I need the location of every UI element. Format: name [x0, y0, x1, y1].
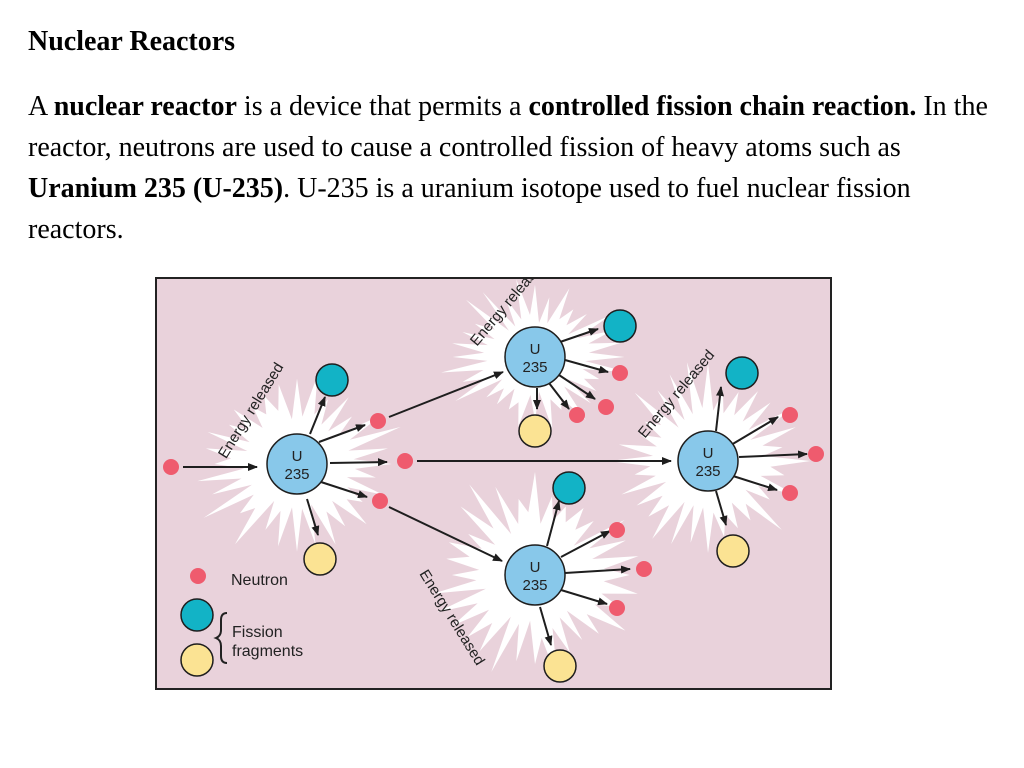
neutron-8	[609, 522, 625, 538]
nucleus-mass-number: 235	[522, 577, 547, 594]
neutron-9	[636, 561, 652, 577]
arrow-6	[306, 498, 320, 536]
arrow-21	[730, 416, 779, 446]
slide-title: Nuclear Reactors	[28, 26, 236, 57]
term-nuclear-reactor: nuclear reactor	[53, 91, 237, 122]
arrow-10	[559, 328, 599, 343]
neutron-4	[372, 493, 388, 509]
arrow-2	[309, 396, 326, 435]
slide-body-text: A nuclear reactor is a device that permi…	[28, 91, 988, 245]
neutron-13	[782, 485, 798, 501]
arrow-23	[732, 475, 778, 492]
arrow-20	[715, 386, 724, 432]
nucleus-circle	[504, 326, 566, 388]
nucleus-mass-number: 235	[522, 359, 547, 376]
arrow-22	[738, 450, 808, 459]
neutron-10	[609, 600, 625, 616]
fission-fragment-4	[518, 414, 552, 448]
legend-fission-label-1: Fission	[232, 624, 283, 641]
nucleus-circle	[677, 430, 739, 492]
fission-fragment-7	[725, 356, 759, 390]
nucleus-symbol: U	[530, 341, 541, 358]
legend-fission-label-2: fragments	[232, 643, 303, 660]
neutron-2	[370, 413, 386, 429]
arrow-15	[546, 500, 561, 547]
arrow-3	[318, 424, 366, 443]
arrows	[183, 328, 808, 646]
fission-fragment-6	[543, 649, 577, 683]
neutron-7	[598, 399, 614, 415]
arrow-4	[329, 458, 388, 467]
neutron-6	[569, 407, 585, 423]
legend-brace	[213, 612, 228, 664]
nucleus-circle	[266, 433, 328, 495]
legend-neutron-swatch	[190, 568, 206, 584]
fission-fragment-5	[552, 471, 586, 505]
legend-fragment-teal-swatch	[180, 598, 214, 632]
arrow-5	[320, 481, 368, 499]
arrow-18	[560, 589, 608, 606]
nucleus-circle	[504, 544, 566, 606]
neutron-5	[612, 365, 628, 381]
legend: Neutron Fission fragments	[180, 568, 303, 677]
arrow-9	[388, 506, 503, 562]
fission-fragment-1	[315, 363, 349, 397]
arrow-7	[388, 371, 504, 418]
term-controlled-fission: controlled fission chain reaction.	[528, 91, 917, 122]
fission-fragment-2	[303, 542, 337, 576]
neutron-3	[397, 453, 413, 469]
fission-fragment-3	[603, 309, 637, 343]
nucleus-mass-number: 235	[695, 463, 720, 480]
nucleus-symbol: U	[530, 559, 541, 576]
arrow-24	[715, 490, 728, 526]
neutron-1	[163, 459, 179, 475]
arrow-11	[564, 359, 609, 374]
nucleus-symbol: U	[703, 445, 714, 462]
neutron-11	[782, 407, 798, 423]
arrow-16	[560, 530, 611, 558]
arrow-17	[564, 565, 631, 574]
legend-fragment-yellow-swatch	[180, 643, 214, 677]
particles	[163, 309, 824, 683]
nucleus-mass-number: 235	[284, 466, 309, 483]
nucleus-symbol: U	[292, 448, 303, 465]
neutron-12	[808, 446, 824, 462]
arrow-13	[548, 382, 570, 410]
term-uranium-235: Uranium 235 (U-235)	[28, 173, 284, 204]
fission-fragment-8	[716, 534, 750, 568]
arrow-19	[539, 606, 553, 646]
arrow-12	[558, 374, 596, 400]
legend-neutron-label: Neutron	[231, 572, 288, 589]
